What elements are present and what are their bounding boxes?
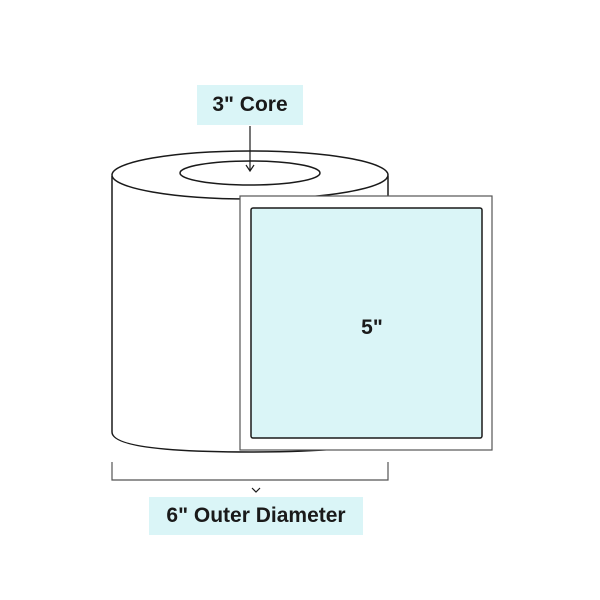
label	[250, 207, 483, 439]
core-label-text: 3" Core	[212, 93, 288, 116]
label-size-text: 5"	[361, 316, 383, 339]
diameter-label-text: 6" Outer Diameter	[166, 504, 346, 527]
core-callout: 3" Core	[197, 85, 303, 125]
diameter-callout: 6" Outer Diameter	[149, 497, 363, 535]
arrow-down-icon	[245, 126, 255, 173]
diameter-bracket	[111, 462, 389, 481]
chevron-down-icon	[251, 487, 261, 493]
